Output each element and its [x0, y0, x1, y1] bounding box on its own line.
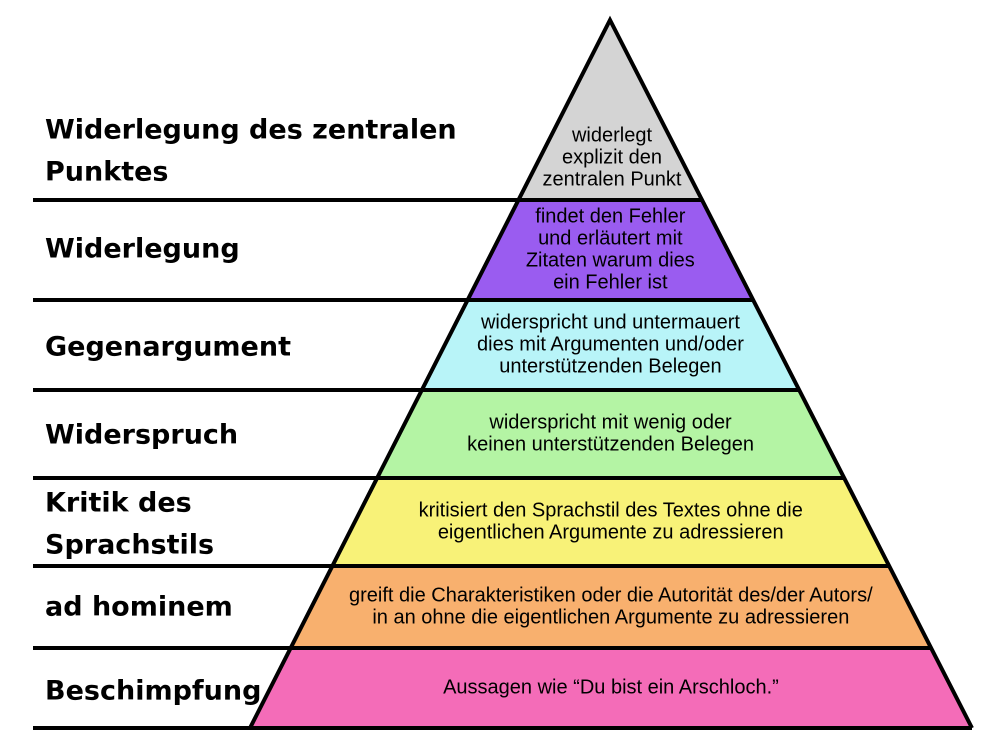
pyramid-band-7	[250, 648, 972, 728]
level-description-3-line-1: widerspricht und untermauert	[480, 311, 740, 333]
level-label-2-line-1: Widerlegung	[45, 234, 240, 265]
level-description-3-line-3: unterstützenden Belegen	[499, 355, 721, 377]
level-label-7-line-1: Beschimpfung	[45, 676, 261, 707]
level-label-5-line-1: Kritik des	[45, 488, 192, 519]
pyramid-band-3	[421, 300, 800, 390]
level-description-2-line-2: und erläutert mit	[538, 227, 683, 249]
level-label-1-line-1: Widerlegung des zentralen	[45, 115, 457, 146]
level-label-1-line-2: Punktes	[45, 157, 168, 188]
level-description-2-line-1: findet den Fehler	[535, 205, 685, 227]
pyramid-bands	[250, 20, 972, 728]
level-description-1-line-1: widerlegt	[571, 124, 652, 146]
level-description-1-line-3: zentralen Punkt	[543, 168, 682, 190]
level-description-7-line-1: Aussagen wie “Du bist ein Arschloch.”	[443, 676, 779, 698]
level-description-5-line-1: kritisiert den Sprachstil des Textes ohn…	[419, 499, 803, 521]
level-description-2-line-3: Zitaten warum dies	[526, 249, 695, 271]
level-label-4-line-1: Widerspruch	[45, 420, 238, 451]
level-label-3-line-1: Gegenargument	[45, 332, 291, 363]
level-description-3-line-2: dies mit Argumenten und/oder	[477, 333, 744, 355]
pyramid-band-6	[290, 566, 932, 648]
level-description-5-line-2: eigentlichen Argumente zu adressieren	[438, 521, 784, 543]
pyramid-band-1	[518, 20, 703, 200]
pyramid-band-4	[377, 390, 845, 478]
pyramid-outline-group	[33, 15, 974, 730]
level-labels: Widerlegung des zentralenPunktesWiderleg…	[45, 115, 457, 707]
pyramid-outline	[248, 15, 974, 729]
level-description-4-line-2: keinen unterstützenden Belegen	[467, 433, 754, 455]
level-label-5-line-2: Sprachstils	[45, 530, 214, 561]
level-description-6-line-2: in an ohne die eigentlichen Argumente zu…	[372, 606, 849, 628]
level-description-4-line-1: widerspricht mit wenig oder	[488, 411, 732, 433]
level-label-6-line-1: ad hominem	[45, 592, 233, 623]
pyramid-band-5	[332, 478, 890, 566]
level-description-1-line-2: explizit den	[562, 146, 662, 168]
pyramid-band-2	[467, 200, 754, 300]
level-description-2-line-4: ein Fehler ist	[553, 271, 668, 293]
level-description-6-line-1: greift die Charakteristiken oder die Aut…	[349, 584, 873, 606]
